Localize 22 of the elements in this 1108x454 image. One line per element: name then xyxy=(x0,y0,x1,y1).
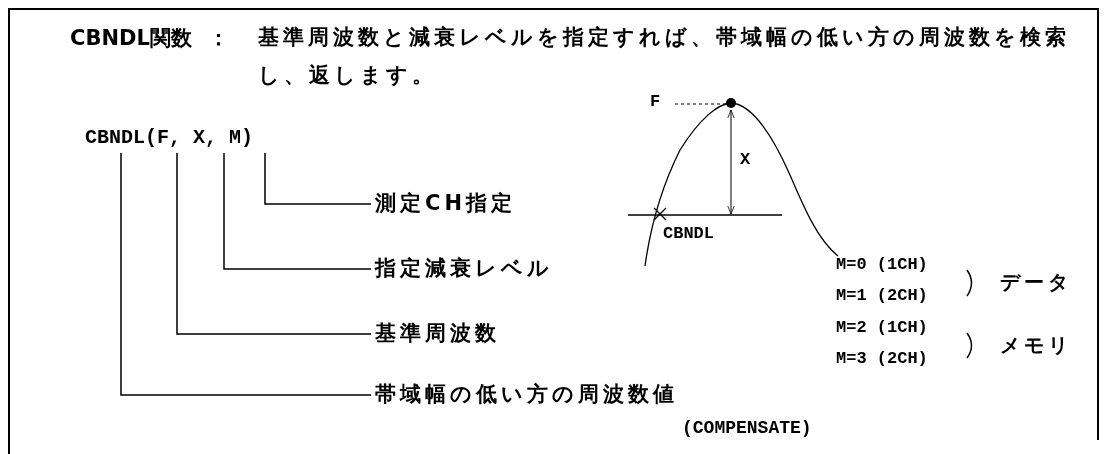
attenuation-label: X xyxy=(740,150,751,171)
group-label: データ xyxy=(1000,270,1072,294)
mode-option: M=3 (2CH) xyxy=(836,349,928,370)
mode-option: M=2 (1CH) xyxy=(836,318,928,339)
function-name: CBNDL関数 xyxy=(70,26,192,52)
parameter-label: 基準周波数 xyxy=(375,320,500,348)
group-label: メモリ xyxy=(1000,333,1072,357)
leader-line xyxy=(264,152,372,205)
note-text: (COMPENSATE) xyxy=(682,418,812,440)
parameter-label: 帯域幅の低い方の周波数値 xyxy=(375,381,678,409)
parameter-label: 指定減衰レベル xyxy=(375,255,553,283)
mode-option: M=1 (2CH) xyxy=(836,286,928,307)
leader-line xyxy=(176,152,372,335)
result-label: CBNDL xyxy=(663,224,714,245)
function-syntax: CBNDL(F, X, M) xyxy=(85,125,254,151)
peak-label: F xyxy=(650,92,661,113)
leader-line xyxy=(223,152,372,270)
description-text: 基準周波数と減衰レベルを指定すれば、帯域幅の低い方の周波数を検索し、返します。 xyxy=(258,24,1071,89)
separator: ： xyxy=(208,26,229,52)
leader-line xyxy=(120,152,372,396)
parameter-label: 測定CH指定 xyxy=(375,190,516,218)
mode-option: M=0 (1CH) xyxy=(836,255,928,276)
